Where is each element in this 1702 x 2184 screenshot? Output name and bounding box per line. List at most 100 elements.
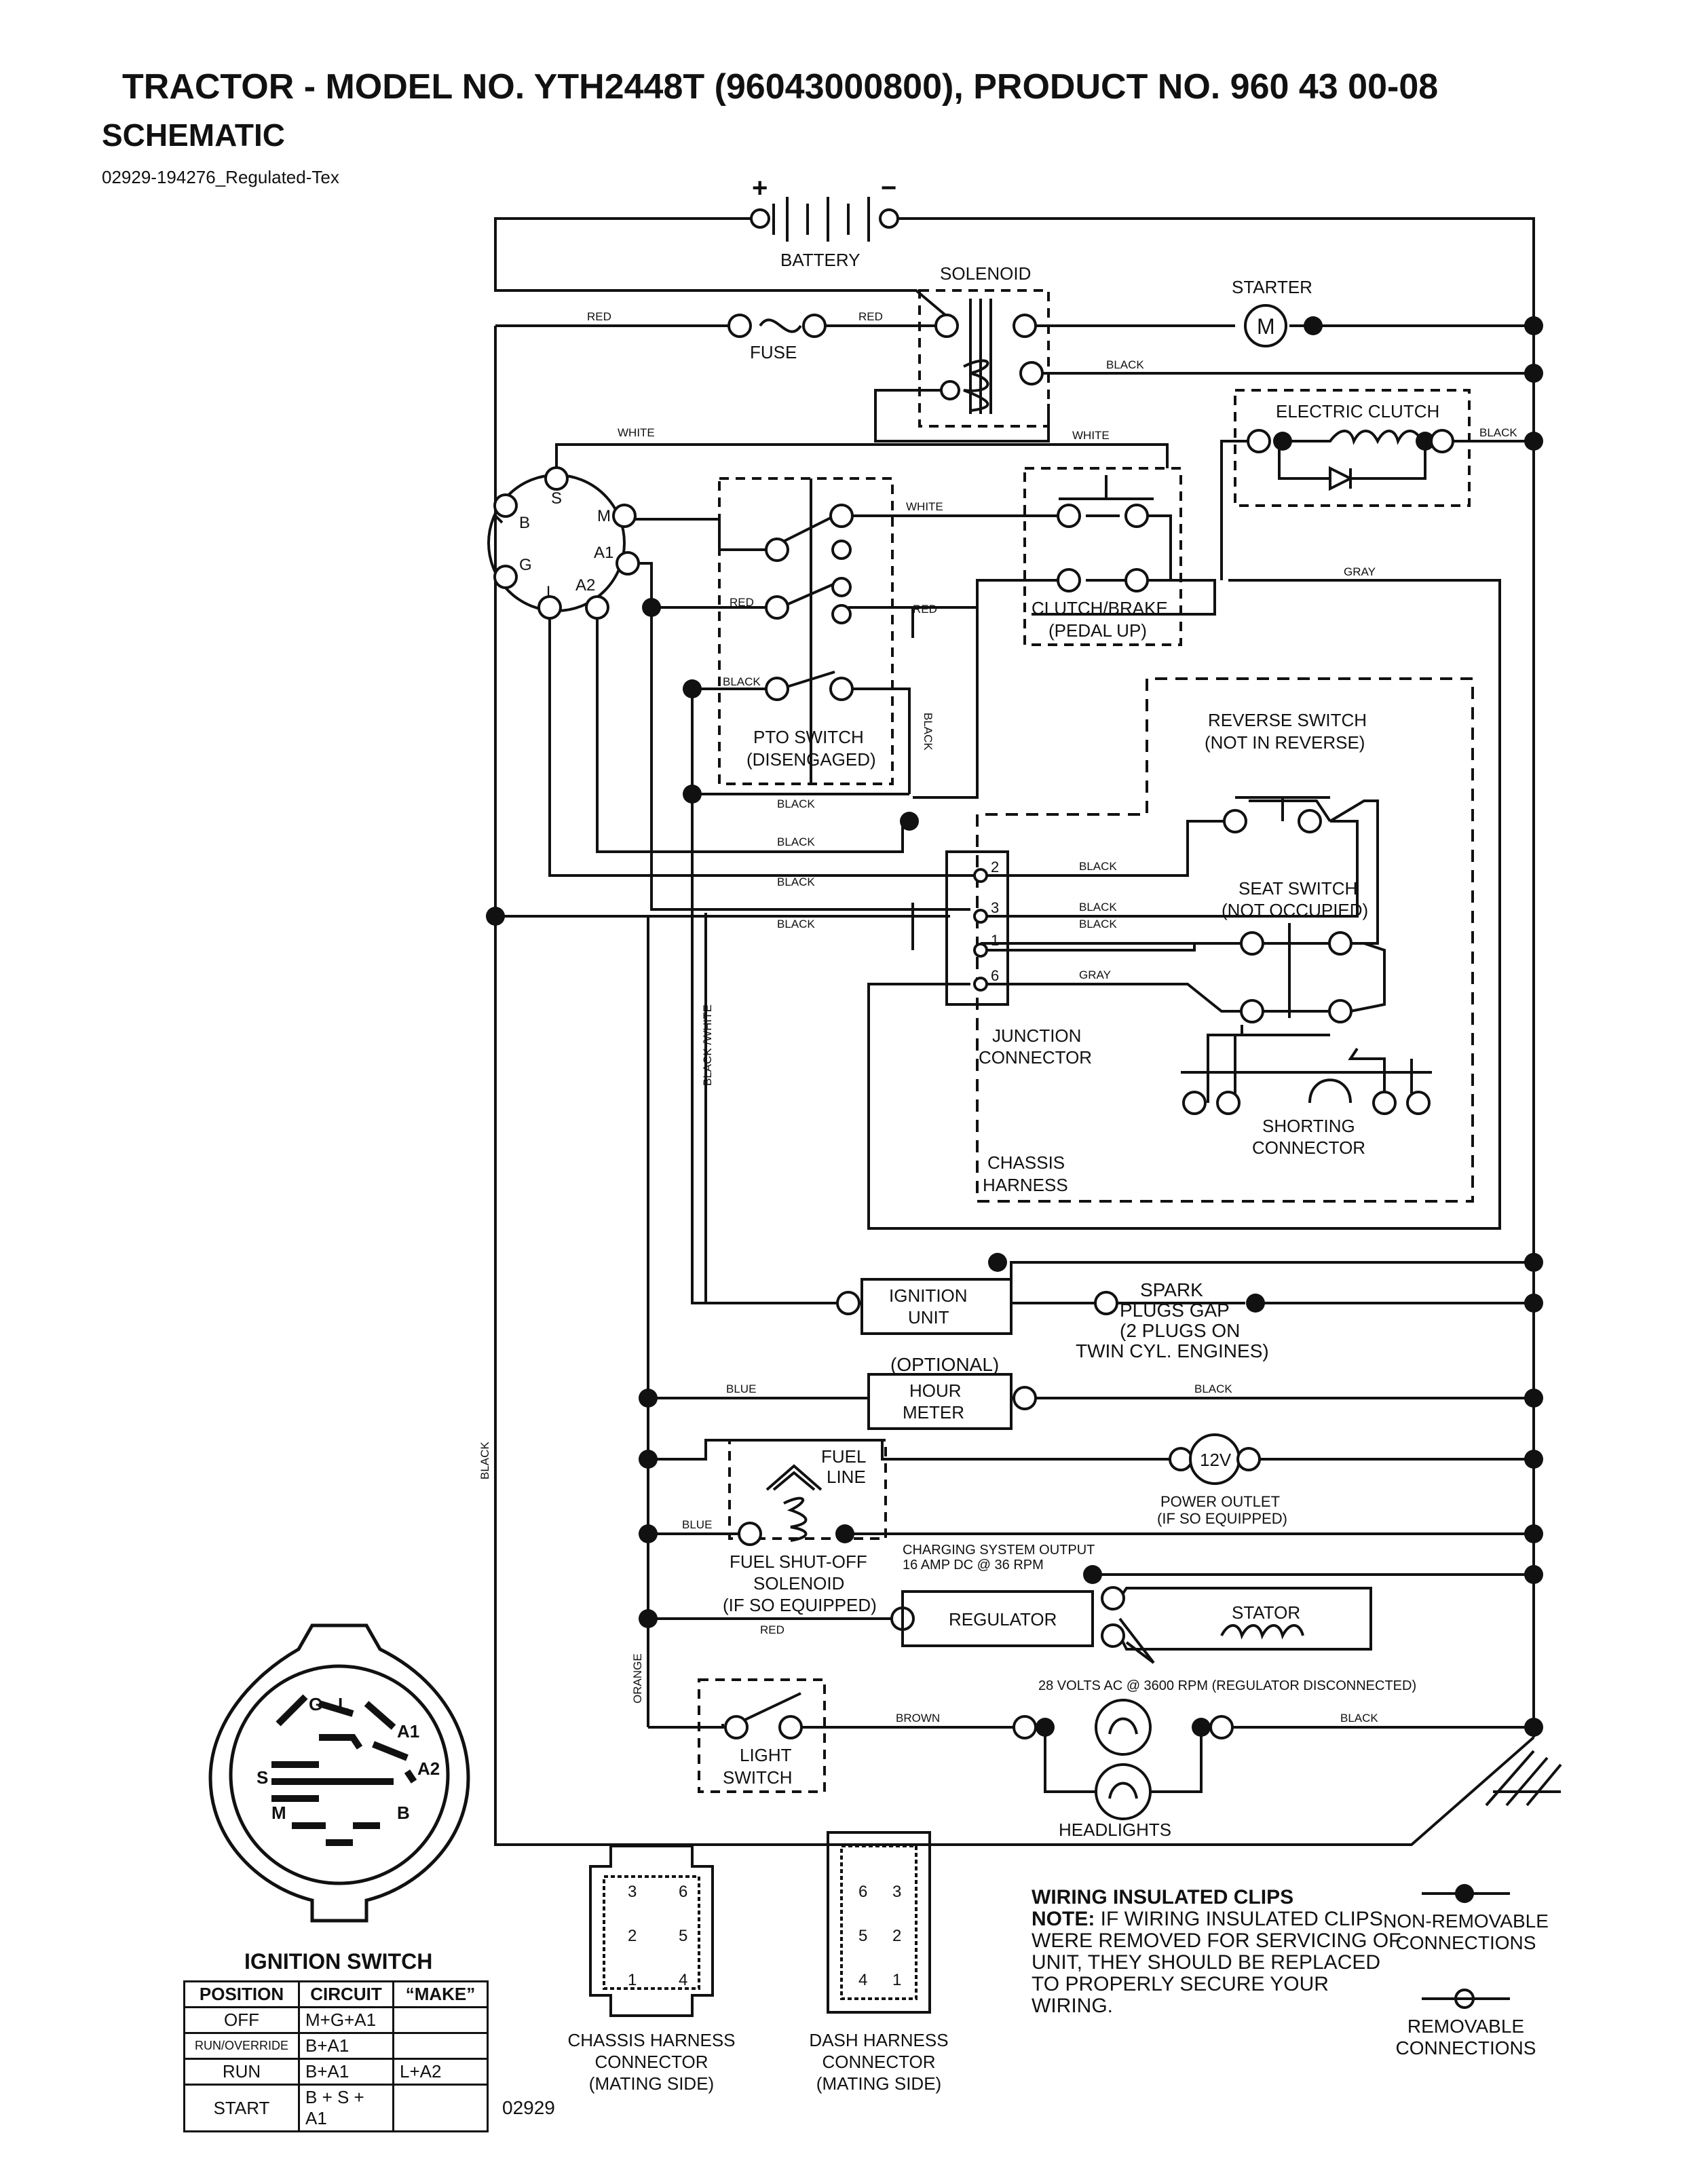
- clutch-brake-box: [1023, 467, 1182, 646]
- wire-label: RED: [730, 596, 754, 609]
- fuel-line-label: FUEL: [821, 1446, 866, 1467]
- wire-clutch-bus: [1220, 440, 1249, 580]
- junction-label: JUNCTION: [992, 1025, 1081, 1046]
- ignition-unit-label: IGNITION: [889, 1285, 968, 1306]
- wire-light-switch: [648, 1724, 1534, 1729]
- wire-label: GRAY: [1079, 968, 1111, 981]
- seat-switch-label: SEAT SWITCH: [1238, 878, 1357, 899]
- wire-junction-6: [981, 983, 1249, 1013]
- fuel-solenoid-arrow: [765, 1464, 822, 1491]
- battery-plus-label: +: [752, 173, 768, 203]
- table-header-row: POSITION CIRCUIT “MAKE”: [183, 1980, 489, 2008]
- regulator-out-terminal: [1101, 1586, 1125, 1611]
- dash-connector-outline: [827, 1831, 931, 2014]
- junction-pin-1: [973, 943, 988, 958]
- regulator-label: REGULATOR: [949, 1609, 1057, 1630]
- seat-switch-state: (NOT OCCUPIED): [1222, 900, 1368, 920]
- solenoid-core: [969, 299, 992, 414]
- pto-switch-state: (DISENGAGED): [746, 749, 876, 770]
- dash-pin: 4: [858, 1971, 867, 1989]
- clutch-brake-state: (PEDAL UP): [1048, 620, 1147, 641]
- switch-face-g: G: [309, 1694, 322, 1714]
- ignition-unit-box: [861, 1278, 1013, 1335]
- fixed-dot: [639, 1389, 658, 1408]
- light-switch-contact: [736, 1692, 801, 1725]
- dash-pin: 1: [892, 1971, 901, 1989]
- outlet-terminal: [1236, 1447, 1261, 1471]
- fixed-dot: [1524, 1389, 1543, 1408]
- chassis-pin: 1: [628, 1971, 637, 1989]
- battery-plates: [772, 197, 870, 242]
- note-label: NOTE:: [1032, 1908, 1095, 1930]
- fixed-dot: [1524, 364, 1543, 383]
- caption-line: (MATING SIDE): [816, 2073, 942, 2094]
- electric-clutch-diode: [1278, 441, 1426, 491]
- table-cell: RUN: [183, 2058, 300, 2086]
- junction-pin-label: 1: [991, 932, 999, 949]
- caption-line: DASH HARNESS: [809, 2030, 949, 2050]
- table-row: RUN/OVERRIDE B+A1: [183, 2032, 489, 2060]
- seat-terminal: [1240, 999, 1264, 1023]
- wire-ign-a1: [631, 562, 970, 911]
- table-row: START B + S + A1: [183, 2084, 489, 2132]
- caption-line: CHASSIS HARNESS: [567, 2030, 736, 2050]
- junction-pin-label: 2: [991, 859, 999, 876]
- starter-label: STARTER: [1232, 277, 1312, 297]
- ign-terminal-m: [612, 504, 637, 528]
- table-row: OFF M+G+A1: [183, 2006, 489, 2034]
- solenoid-box: [918, 289, 1050, 428]
- spark-label-4: TWIN CYL. ENGINES): [1076, 1340, 1269, 1361]
- wire-white-s: [555, 443, 1169, 472]
- pto-terminal: [765, 677, 789, 701]
- regulator-out-terminal: [1101, 1623, 1125, 1648]
- ign-label-l: L: [546, 583, 555, 601]
- ign-terminal-b: [493, 493, 518, 518]
- spark-label: SPARK: [1140, 1279, 1203, 1300]
- removable-terminals: [493, 208, 1475, 2009]
- dash-connector-inner: [840, 1845, 918, 2000]
- table-header: POSITION: [183, 1980, 300, 2008]
- fixed-dot: [639, 1450, 658, 1469]
- battery-minus-label: −: [881, 173, 896, 203]
- fuel-line-box: [728, 1439, 887, 1540]
- pto-terminal: [831, 577, 852, 597]
- fixed-connection-dots: [486, 316, 1543, 1903]
- wire-frame-top: [882, 217, 1535, 1737]
- solenoid-label: SOLENOID: [940, 263, 1031, 284]
- switch-face-a1: A1: [397, 1721, 419, 1741]
- solenoid-terminal: [940, 380, 960, 400]
- fixed-dot: [1036, 1718, 1055, 1737]
- wire-label: BLACK: [922, 713, 934, 751]
- fixed-dot: [835, 1524, 854, 1543]
- fixed-dot: [900, 812, 919, 831]
- legend-fixed: NON-REMOVABLE CONNECTIONS: [1357, 1910, 1574, 1954]
- fixed-dot: [1524, 1294, 1543, 1313]
- fuel-sol-label-3: (IF SO EQUIPPED): [723, 1595, 877, 1615]
- wire-junction-1: [981, 942, 1194, 945]
- junction-pin-2: [973, 868, 988, 883]
- wiring-note: WIRING INSULATED CLIPS NOTE: IF WIRING I…: [1032, 1887, 1412, 2017]
- reverse-terminal: [1223, 809, 1247, 833]
- headlight-filament: [1108, 1717, 1138, 1799]
- ignition-unit-label-2: UNIT: [908, 1307, 949, 1328]
- wire-label: BLACK: [1079, 860, 1117, 873]
- junction-pin-label: 6: [991, 967, 999, 984]
- headlight-terminal: [1013, 1715, 1037, 1739]
- junction-pin-3: [973, 909, 988, 924]
- fuel-solenoid-coil: [783, 1496, 808, 1542]
- table-cell: START: [183, 2084, 300, 2132]
- ign-label-s: S: [551, 489, 562, 508]
- clutch-brake-switch: [1059, 475, 1154, 517]
- chassis-connector-outline: [589, 1845, 714, 2017]
- chassis-harness-label: CHASSIS: [987, 1152, 1065, 1173]
- hour-meter-terminal: [1013, 1386, 1037, 1410]
- dash-pin: 2: [892, 1927, 901, 1945]
- ground-symbol: [1485, 1750, 1562, 1807]
- hour-meter-box: [867, 1373, 1013, 1430]
- fuel-line-label-2: LINE: [827, 1467, 866, 1487]
- spark-label-3: (2 PLUGS ON: [1120, 1320, 1240, 1341]
- solenoid-terminal: [934, 314, 959, 338]
- pto-terminal: [829, 677, 854, 701]
- pto-switch-contacts: [780, 478, 835, 784]
- wire-junction-2: [981, 820, 1228, 877]
